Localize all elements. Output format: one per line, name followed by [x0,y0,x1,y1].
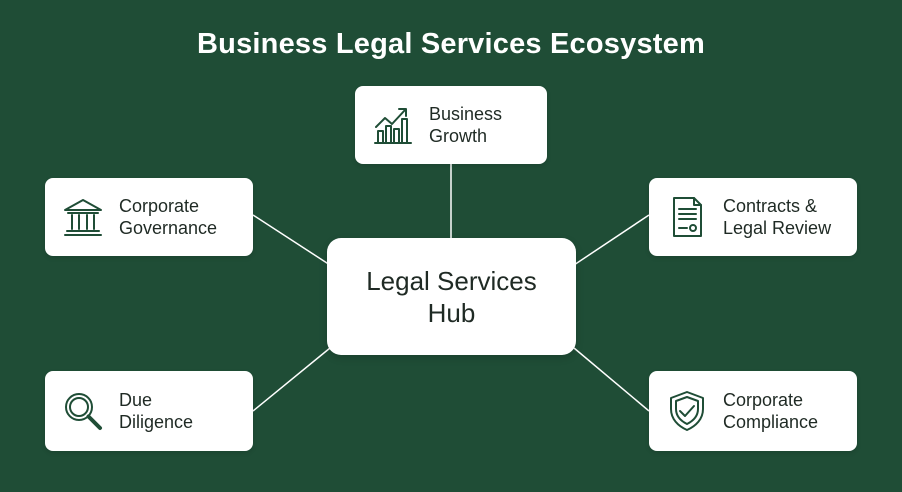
node-corporate-compliance: Corporate Compliance [649,371,857,451]
shield-check-icon [665,389,709,433]
node-label-corporate-governance: Corporate Governance [119,196,218,238]
growth-chart-icon [371,103,415,147]
node-contracts-legal-review: Contracts & Legal Review [649,178,857,256]
node-label-due-diligence: Due Diligence [119,390,194,432]
connector-compliance [573,347,650,412]
connector-governance [252,214,331,266]
diagram-title: Business Legal Services Ecosystem [197,28,705,60]
node-label-contracts-legal-review: Contracts & Legal Review [723,196,832,238]
hub-label: Legal Services Hub [366,265,537,328]
node-due-diligence: Due Diligence [45,371,253,451]
courthouse-icon [61,195,105,239]
contract-document-icon [665,195,709,239]
legal-services-hub: Legal Services Hub [327,238,576,355]
connector-diligence [252,347,331,412]
connector-contracts [573,214,650,266]
node-business-growth: Business Growth [355,86,547,164]
node-corporate-governance: Corporate Governance [45,178,253,256]
node-label-corporate-compliance: Corporate Compliance [723,390,819,432]
node-label-business-growth: Business Growth [429,104,503,146]
magnifier-icon [61,389,105,433]
